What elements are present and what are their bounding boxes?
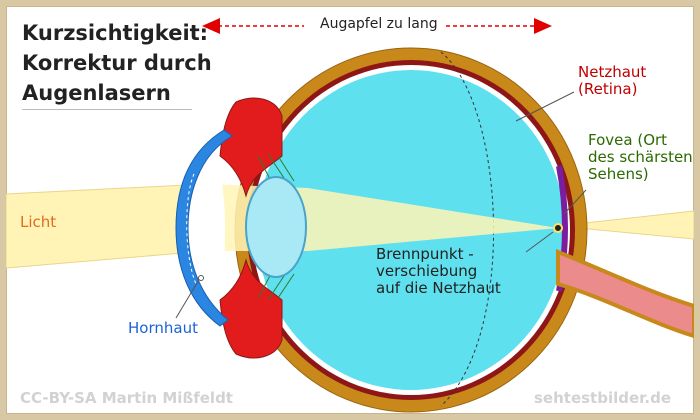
title-line-1: Kurzsichtigkeit: bbox=[22, 21, 209, 45]
leader-hornhaut bbox=[175, 277, 201, 319]
cornea bbox=[175, 129, 233, 327]
normal-eye-outline bbox=[440, 51, 495, 407]
label-brennpunkt-line2: verschiebung bbox=[376, 262, 478, 280]
diagram-title: Kurzsichtigkeit: Korrektur durch Augenla… bbox=[22, 18, 212, 108]
zonular-fibers bbox=[257, 153, 295, 301]
label-brennpunkt-line3: auf die Netzhaut bbox=[376, 279, 501, 297]
title-line-2: Korrektur durch bbox=[22, 51, 212, 75]
label-fovea-line1: Fovea (Ort bbox=[588, 131, 668, 149]
leader-fovea bbox=[563, 189, 587, 215]
length-arrow bbox=[202, 18, 552, 34]
focus-point bbox=[553, 223, 563, 233]
label-fovea: Fovea (Ort des schärsten Sehens) bbox=[588, 132, 693, 183]
optic-nerve bbox=[556, 249, 694, 339]
label-brennpunkt: Brennpunkt - verschiebung auf die Netzha… bbox=[376, 246, 501, 297]
label-brennpunkt-line1: Brennpunkt - bbox=[376, 245, 474, 263]
label-hornhaut: Hornhaut bbox=[128, 319, 198, 337]
footer-license: CC-BY-SA Martin Mißfeldt bbox=[20, 389, 233, 407]
cornea-dashed bbox=[186, 173, 197, 285]
anterior-chamber bbox=[185, 151, 226, 304]
label-augapfel: Augapfel zu lang bbox=[320, 16, 438, 32]
diagram-canvas: Kurzsichtigkeit: Korrektur durch Augenla… bbox=[6, 6, 694, 414]
label-licht: Licht bbox=[20, 213, 57, 231]
hornhaut-marker bbox=[198, 275, 204, 281]
light-beam-exit bbox=[557, 210, 694, 240]
eye-diagram bbox=[6, 18, 694, 413]
label-netzhaut-line2: (Retina) bbox=[578, 80, 638, 98]
footer-site: sehtestbilder.de bbox=[534, 389, 672, 407]
label-netzhaut-line1: Netzhaut bbox=[578, 63, 647, 81]
title-underline bbox=[22, 109, 192, 110]
label-fovea-line2: des schärsten bbox=[588, 148, 693, 166]
lens bbox=[245, 176, 307, 278]
label-netzhaut: Netzhaut (Retina) bbox=[578, 64, 646, 98]
leader-netzhaut bbox=[515, 91, 575, 122]
label-fovea-line3: Sehens) bbox=[588, 165, 649, 183]
title-line-3: Augenlasern bbox=[22, 81, 171, 105]
leader-brennpunkt bbox=[525, 231, 554, 253]
